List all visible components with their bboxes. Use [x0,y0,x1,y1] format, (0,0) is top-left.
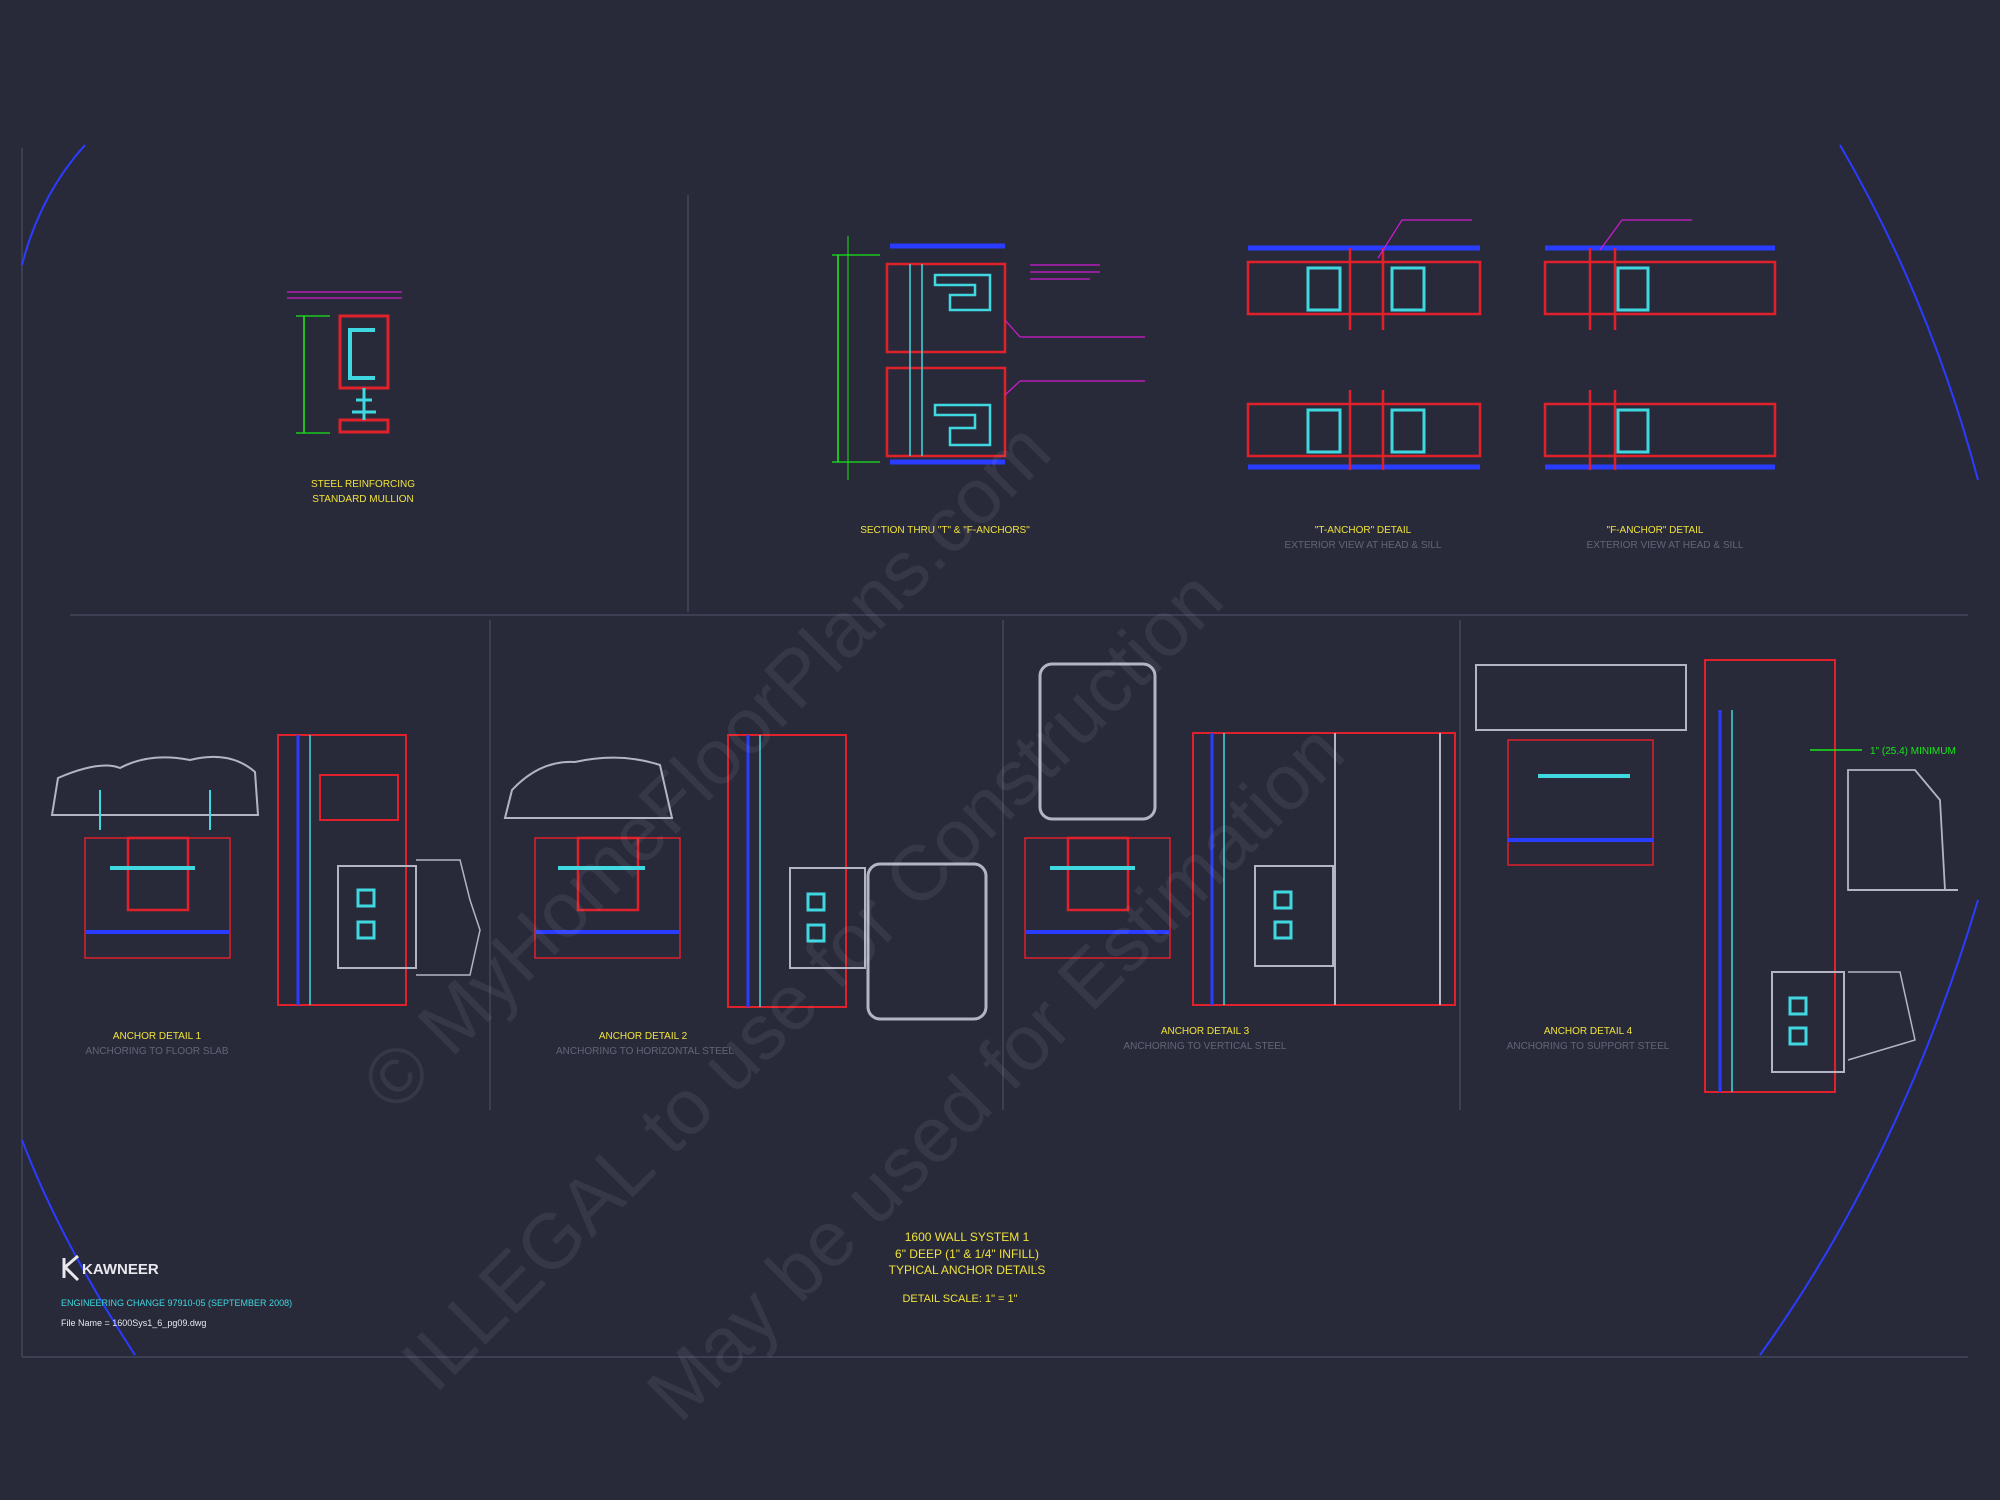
t-anchor-shape [933,273,992,312]
f-anchor-rails [1545,245,1775,470]
anchor-3-nuts [1273,890,1293,940]
anchor-detail-2-subtitle: ANCHORING TO HORIZONTAL STEEL [556,1046,734,1057]
title-line-2: 6" DEEP (1" & 1/4" INFILL) [895,1247,1039,1261]
t-anchor-subtitle: EXTERIOR VIEW AT HEAD & SILL [1285,540,1442,551]
f-anchor-leader [1599,219,1692,251]
t-anchor-clips [1306,266,1426,454]
f-anchor-subtitle: EXTERIOR VIEW AT HEAD & SILL [1587,540,1744,551]
section-detail-title: SECTION THRU "T" & "F-ANCHORS" [860,525,1030,536]
t-anchor-rails [1248,245,1480,470]
file-name: File Name = 1600Sys1_6_pg09.dwg [61,1318,206,1328]
sheet-frame [21,148,1968,1358]
vertical-steel-tube [1038,662,1157,821]
anchor-3-frame [1024,837,1171,959]
section-mullion-lines [909,264,923,456]
f-anchor-frame [1543,248,1777,470]
f-anchor-detail: "F-ANCHOR" DETAIL EXTERIOR VIEW AT HEAD … [1543,219,1777,551]
anchor-detail-3-subtitle: ANCHORING TO VERTICAL STEEL [1123,1041,1286,1052]
kawneer-logo-text: KAWNEER [82,1261,159,1278]
anchor-detail-1: ANCHOR DETAIL 1 ANCHORING TO FLOOR SLAB [50,734,481,1057]
brand-block: KAWNEER ENGINEERING CHANGE 97910-05 (SEP… [61,1254,292,1328]
t-anchor-frame [1246,248,1482,470]
support-steel-beam [1475,664,1687,731]
construction-arcs [21,144,1979,1356]
section-head-frame [885,262,1007,354]
anchor-detail-3-title: ANCHOR DETAIL 3 [1161,1026,1250,1037]
kawneer-logo-icon [62,1254,80,1282]
anchor-1-clip [126,836,190,912]
engineering-change: ENGINEERING CHANGE 97910-05 (SEPTEMBER 2… [61,1298,292,1308]
mullion-stem [352,388,376,420]
anchor-1-bolts [99,790,211,830]
anchor-2-frame [534,837,681,959]
steel-detail-subtitle: STANDARD MULLION [312,494,414,505]
anchor-4-frame [1507,739,1654,866]
f-anchor-clips [1616,266,1650,454]
horizontal-steel [503,756,674,819]
mullion-base [338,418,390,434]
steel-reinforcing-detail: STEEL REINFORCING STANDARD MULLION [287,291,415,505]
minimum-dimension-note: 1" (25.4) MINIMUM [1870,746,1956,757]
anchor-detail-1-title: ANCHOR DETAIL 1 [113,1031,202,1042]
steel-detail-title: STEEL REINFORCING [311,479,415,490]
title-line-1: 1600 WALL SYSTEM 1 [905,1230,1030,1244]
title-block: 1600 WALL SYSTEM 1 6" DEEP (1" & 1/4" IN… [889,1230,1046,1305]
anchor-1-frame [84,837,231,959]
floor-slab [50,755,260,816]
anchor-1-elevation [277,734,481,1006]
steel-leader-note [287,291,402,299]
t-anchor-leader [1377,219,1472,259]
anchor-3-elevation [1192,732,1456,1006]
anchor-detail-4-title: ANCHOR DETAIL 4 [1544,1026,1633,1037]
section-sill-frame [885,366,1007,458]
anchor-2-elevation [727,734,988,1021]
anchor-1-nuts [356,888,376,940]
anchor-2-nuts [806,892,826,943]
anchor-4-elevation [1704,659,1958,1093]
t-anchor-title: "T-ANCHOR" DETAIL [1315,525,1412,536]
anchor-detail-1-subtitle: ANCHORING TO FLOOR SLAB [86,1046,229,1057]
anchor-detail-2: ANCHOR DETAIL 2 ANCHORING TO HORIZONTAL … [503,734,988,1057]
section-glazing-top [890,243,1005,465]
watermark: © MyHomeFloorPlans.com ILLEGAL to use fo… [345,405,1361,1437]
anchor-detail-3: ANCHOR DETAIL 3 ANCHORING TO VERTICAL ST… [1024,662,1456,1052]
section-thru-anchors-detail: SECTION THRU "T" & "F-ANCHORS" [832,236,1145,536]
steel-channel [348,328,375,380]
anchor-detail-4: 1" (25.4) MINIMUM ANCHOR DETAIL 4 ANCHOR… [1475,659,1958,1093]
title-line-3: TYPICAL ANCHOR DETAILS [889,1263,1046,1277]
detail-scale: DETAIL SCALE: 1" = 1" [902,1293,1017,1305]
section-leader-notes [1004,264,1145,396]
f-anchor-title: "F-ANCHOR" DETAIL [1607,525,1704,536]
f-anchor-shape [933,403,992,447]
anchor-4-nuts [1788,996,1808,1046]
t-anchor-detail: "T-ANCHOR" DETAIL EXTERIOR VIEW AT HEAD … [1246,219,1482,551]
anchor-detail-2-title: ANCHOR DETAIL 2 [599,1031,688,1042]
anchor-detail-4-subtitle: ANCHORING TO SUPPORT STEEL [1507,1041,1670,1052]
